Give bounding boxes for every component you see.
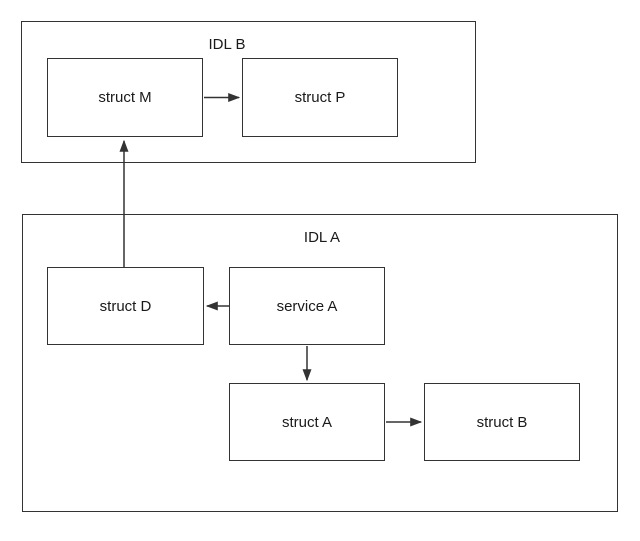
group-idl-b-label: IDL B: [208, 36, 246, 53]
node-struct-b-label: struct B: [476, 413, 528, 431]
node-struct-p: struct P: [242, 58, 398, 137]
node-service-a-label: service A: [276, 297, 338, 315]
node-struct-b: struct B: [424, 383, 580, 461]
node-struct-m: struct M: [47, 58, 203, 137]
node-struct-d: struct D: [47, 267, 204, 345]
node-struct-m-label: struct M: [98, 89, 152, 106]
node-struct-d-label: struct D: [99, 297, 152, 315]
node-service-a: service A: [229, 267, 385, 345]
node-struct-p-label: struct P: [294, 89, 346, 106]
group-idl-b: [21, 21, 476, 163]
node-struct-a-label: struct A: [281, 413, 333, 431]
node-struct-a: struct A: [229, 383, 385, 461]
group-idl-a: [22, 214, 618, 512]
group-idl-a-label: IDL A: [303, 229, 341, 246]
